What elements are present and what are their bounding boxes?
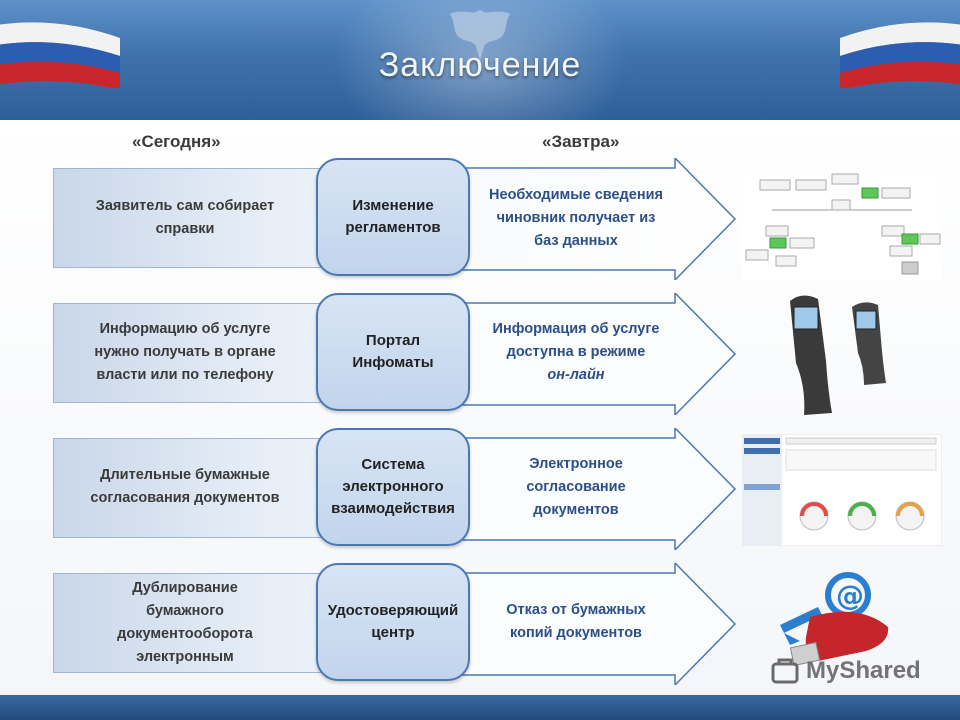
eagle-crest-icon — [450, 10, 510, 60]
comparison-row: Дублирование бумажного документооборота … — [0, 563, 960, 685]
today-text: Дублирование бумажного документооборота … — [117, 580, 253, 665]
page-title: Заключение — [378, 46, 582, 84]
dashboard-screenshot — [742, 434, 942, 546]
comparison-row: Длительные бумажные согласования докумен… — [0, 428, 960, 550]
column-header-tomorrow: «Завтра» — [542, 132, 620, 151]
comparison-row: Информацию об услуге нужно получать в ор… — [0, 293, 960, 415]
svg-text:@: @ — [836, 579, 864, 612]
russian-flag-left-icon — [0, 22, 120, 88]
tomorrow-text: Необходимые сведения чиновник получает и… — [489, 187, 663, 249]
today-text: Заявитель сам собирает справки — [95, 198, 275, 237]
header-banner: Заключение — [0, 0, 960, 120]
info-kiosk-image — [790, 295, 886, 415]
cart-logo-icon — [771, 658, 799, 684]
watermark-text: MyShared — [806, 657, 921, 684]
watermark: MyShared — [770, 656, 921, 686]
tomorrow-text: Отказ от бумажных копий документов — [506, 602, 646, 641]
usb-key-email-image: @ — [780, 572, 889, 667]
today-text: Длительные бумажные согласования докумен… — [90, 467, 280, 506]
column-header-today: «Сегодня» — [132, 132, 221, 151]
flowchart-diagram — [742, 170, 942, 280]
russian-flag-right-icon — [840, 22, 960, 88]
today-text: Информацию об услуге нужно получать в ор… — [94, 321, 276, 383]
footer-bar — [0, 695, 960, 720]
comparison-row: Заявитель сам собирает справки Изменение… — [0, 158, 960, 280]
tomorrow-text: Электронное согласование документов — [526, 456, 626, 518]
tomorrow-text: Информация об услуге доступна в режиме о… — [492, 321, 660, 383]
